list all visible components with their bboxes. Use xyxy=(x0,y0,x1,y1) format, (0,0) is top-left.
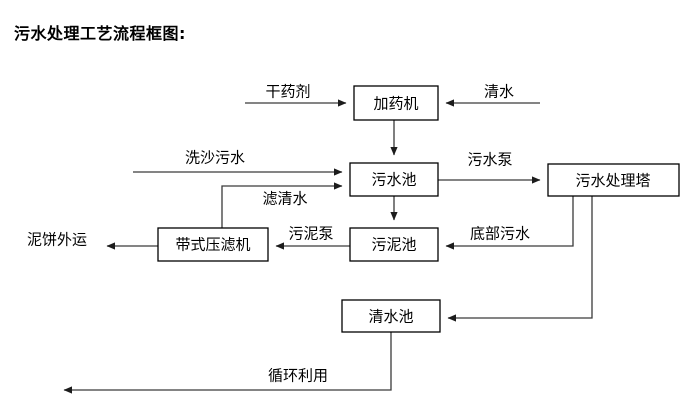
node-sewage-pool-label: 污水池 xyxy=(371,171,416,189)
node-dosing-machine[interactable]: 加药机 xyxy=(353,85,439,121)
page-title: 污水处理工艺流程框图: xyxy=(14,24,186,43)
edge-label-sewage-pump: 污水泵 xyxy=(467,151,512,169)
node-sludge-pool[interactable]: 污泥池 xyxy=(349,227,439,262)
edge-label-dry-chemical: 干药剂 xyxy=(265,83,310,101)
node-clear-water-pool[interactable]: 清水池 xyxy=(341,299,441,333)
edge-clear-water-pool-to-recycle-reuse xyxy=(63,332,392,394)
node-belt-filter-press-label: 带式压滤机 xyxy=(175,236,250,254)
edge-belt-filter-press-to-sewage-pool xyxy=(221,182,343,228)
edge-label-mud-cake-out: 泥饼外运 xyxy=(27,231,87,249)
edge-label-filtered-water: 滤清水 xyxy=(262,190,307,208)
node-sewage-treatment-tower-label: 污水处理塔 xyxy=(575,172,650,190)
edge-label-clean-water: 清水 xyxy=(484,83,514,101)
node-sewage-treatment-tower[interactable]: 污水处理塔 xyxy=(547,163,680,197)
node-clear-water-pool-label: 清水池 xyxy=(368,308,413,326)
edge-label-bottom-sewage: 底部污水 xyxy=(470,225,530,243)
node-sewage-pool[interactable]: 污水池 xyxy=(349,162,439,197)
edge-treatment-tower-to-sludge-pool xyxy=(445,196,574,250)
edge-label-sludge-pump: 污泥泵 xyxy=(288,225,333,243)
edge-label-sand-wash-sewage: 洗沙污水 xyxy=(185,149,245,167)
edge-treatment-tower-to-clear-water-pool xyxy=(447,196,593,322)
edge-label-recycle-reuse: 循环利用 xyxy=(268,367,328,385)
node-belt-filter-press[interactable]: 带式压滤机 xyxy=(157,227,269,262)
node-sludge-pool-label: 污泥池 xyxy=(371,236,416,254)
node-dosing-machine-label: 加药机 xyxy=(373,95,418,113)
